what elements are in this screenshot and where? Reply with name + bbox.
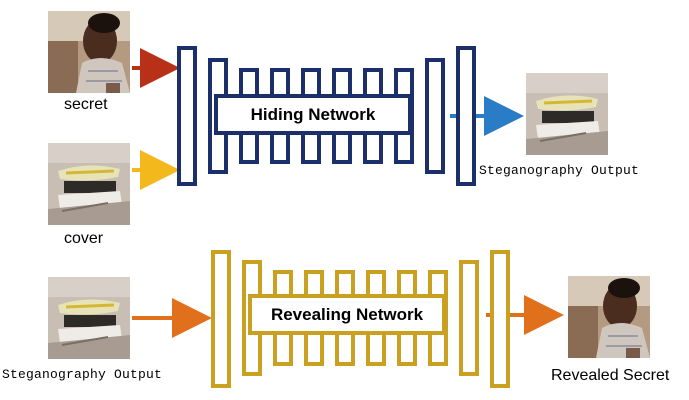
stego-output-label-bottom: Steganography Output bbox=[2, 367, 163, 382]
revealed-secret-image bbox=[568, 276, 650, 358]
cover-image bbox=[48, 143, 130, 225]
cover-label: cover bbox=[64, 230, 104, 247]
hiding-net-layer-10 bbox=[456, 46, 476, 186]
hiding-net-layer-9 bbox=[425, 58, 445, 174]
revealing-network-label: Revealing Network bbox=[271, 305, 424, 324]
revealing-network-label-box bbox=[248, 294, 446, 335]
secret-label: secret bbox=[64, 96, 108, 113]
stego-output-image-bottom bbox=[48, 277, 130, 359]
hiding-network-label-box bbox=[214, 94, 412, 135]
revealing-net-layer-10 bbox=[490, 250, 510, 388]
stego-output-label-top: Steganography Output bbox=[479, 163, 640, 178]
revealing-net-layer-1 bbox=[211, 250, 231, 388]
secret-image bbox=[48, 11, 130, 93]
hiding-net-layer-1 bbox=[177, 46, 197, 186]
revealed-secret-label: Revealed Secret bbox=[551, 367, 670, 384]
stego-output-image-top bbox=[526, 73, 608, 155]
hiding-network-label: Hiding Network bbox=[251, 105, 376, 124]
revealing-net-layer-9 bbox=[459, 260, 479, 376]
